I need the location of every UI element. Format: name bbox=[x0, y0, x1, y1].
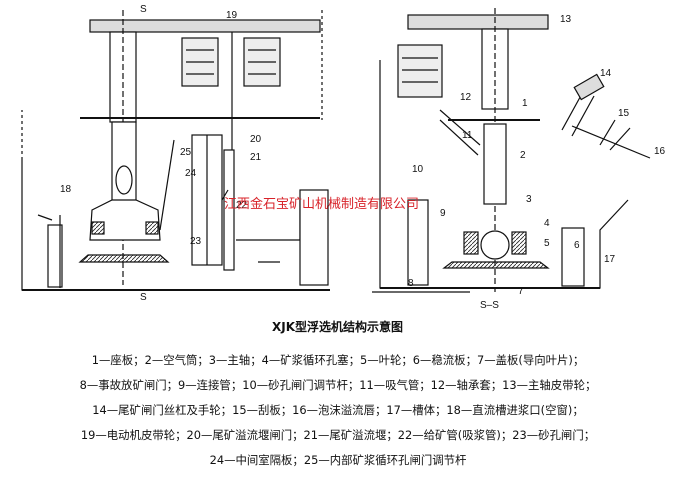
callout-25: 25 bbox=[180, 147, 192, 158]
callout-2: 2 bbox=[520, 150, 526, 161]
section-mark-s-bottom: S bbox=[140, 292, 147, 303]
flotation-machine-diagram: 19 18 25 24 20 21 22 23 13 14 12 1 15 11… bbox=[21, 4, 666, 311]
callout-19: 19 bbox=[226, 10, 238, 21]
callout-22: 22 bbox=[236, 200, 248, 211]
section-mark-ss: S–S bbox=[480, 300, 499, 311]
callout-4: 4 bbox=[544, 218, 550, 229]
callout-21: 21 bbox=[250, 152, 262, 163]
callout-15: 15 bbox=[618, 108, 630, 119]
callout-24: 24 bbox=[185, 168, 197, 179]
legend-line: 8—事故放矿闸门；9—连接管；10—砂孔闸门调节杆；11—吸气管；12—轴承套；… bbox=[79, 378, 597, 392]
callout-7: 7 bbox=[518, 286, 524, 297]
callout-18: 18 bbox=[60, 184, 72, 195]
right-section-view bbox=[372, 8, 651, 293]
callout-14: 14 bbox=[600, 68, 612, 79]
callout-13: 13 bbox=[560, 14, 572, 25]
callout-6: 6 bbox=[574, 240, 580, 251]
callout-labels: 19 18 25 24 20 21 22 23 13 14 12 1 15 11… bbox=[60, 4, 666, 311]
legend-line: 1—座板；2—空气筒；3—主轴；4—矿浆循环孔塞；5—叶轮；6—稳流板；7—盖板… bbox=[91, 353, 585, 367]
figure-title: XJK型浮选机结构示意图 bbox=[271, 320, 404, 334]
callout-10: 10 bbox=[412, 164, 424, 175]
callout-9: 9 bbox=[440, 208, 446, 219]
callout-17: 17 bbox=[604, 254, 616, 265]
callout-20: 20 bbox=[250, 134, 262, 145]
legend-line: 24—中间室隔板；25—内部矿浆循环孔闸门调节杆 bbox=[209, 453, 467, 467]
callout-16: 16 bbox=[654, 146, 666, 157]
callout-5: 5 bbox=[544, 238, 550, 249]
callout-3: 3 bbox=[526, 194, 532, 205]
callout-23: 23 bbox=[190, 236, 202, 247]
legend-line: 19—电动机皮带轮；20—尾矿溢流堰闸门；21—尾矿溢流堰；22—给矿管(吸浆管… bbox=[80, 428, 596, 442]
callout-1: 1 bbox=[522, 98, 528, 109]
left-section-view bbox=[21, 10, 330, 291]
legend-line: 14—尾矿闸门丝杠及手轮；15—刮板；16—泡沫溢流唇；17—槽体；18—直流槽… bbox=[92, 403, 584, 417]
watermark-text: 江西金石宝矿山机械制造有限公司 bbox=[224, 196, 419, 212]
legend: 1—座板；2—空气筒；3—主轴；4—矿浆循环孔塞；5—叶轮；6—稳流板；7—盖板… bbox=[8, 348, 668, 473]
callout-12: 12 bbox=[460, 92, 472, 103]
callout-8: 8 bbox=[408, 278, 414, 289]
callout-11: 11 bbox=[462, 130, 473, 141]
section-mark-s-top: S bbox=[140, 4, 147, 15]
